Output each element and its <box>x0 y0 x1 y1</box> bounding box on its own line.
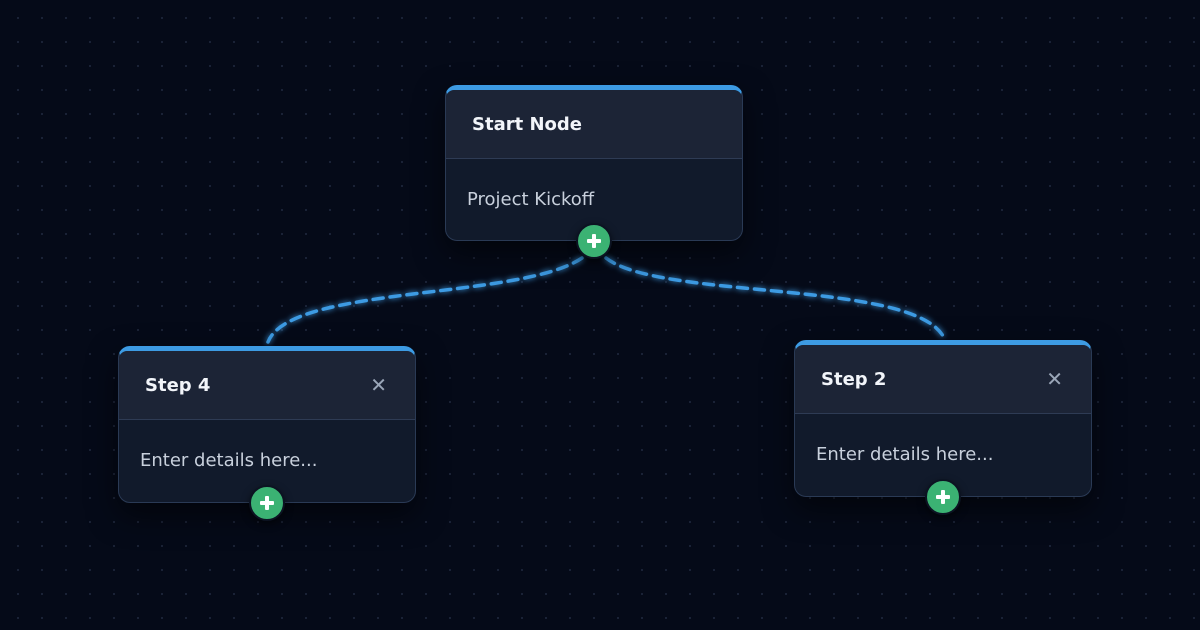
node-content[interactable]: Enter details here... <box>816 443 994 465</box>
close-icon[interactable]: ✕ <box>370 373 387 397</box>
start-node[interactable]: Start Node Project Kickoff <box>445 85 743 259</box>
step-2-node[interactable]: Step 2 ✕ Enter details here... <box>794 340 1092 515</box>
close-icon[interactable]: ✕ <box>1046 367 1063 391</box>
node-header[interactable]: Start Node <box>446 90 742 159</box>
plus-icon <box>936 490 950 504</box>
node-content[interactable]: Project Kickoff <box>467 188 595 210</box>
node-header[interactable]: Step 4 ✕ <box>119 351 415 420</box>
step-4-node[interactable]: Step 4 ✕ Enter details here... <box>118 346 416 521</box>
edge-start-to-step4[interactable] <box>266 256 584 344</box>
add-child-button[interactable] <box>925 479 961 515</box>
node-title: Step 2 <box>821 368 887 390</box>
plus-icon <box>260 496 274 510</box>
node-title: Start Node <box>472 113 582 135</box>
add-child-button[interactable] <box>576 223 612 259</box>
plus-icon <box>587 234 601 248</box>
node-title: Step 4 <box>145 374 211 396</box>
node-header[interactable]: Step 2 ✕ <box>795 345 1091 414</box>
node-content[interactable]: Enter details here... <box>140 449 318 471</box>
add-child-button[interactable] <box>249 485 285 521</box>
edge-start-to-step2[interactable] <box>604 256 945 338</box>
